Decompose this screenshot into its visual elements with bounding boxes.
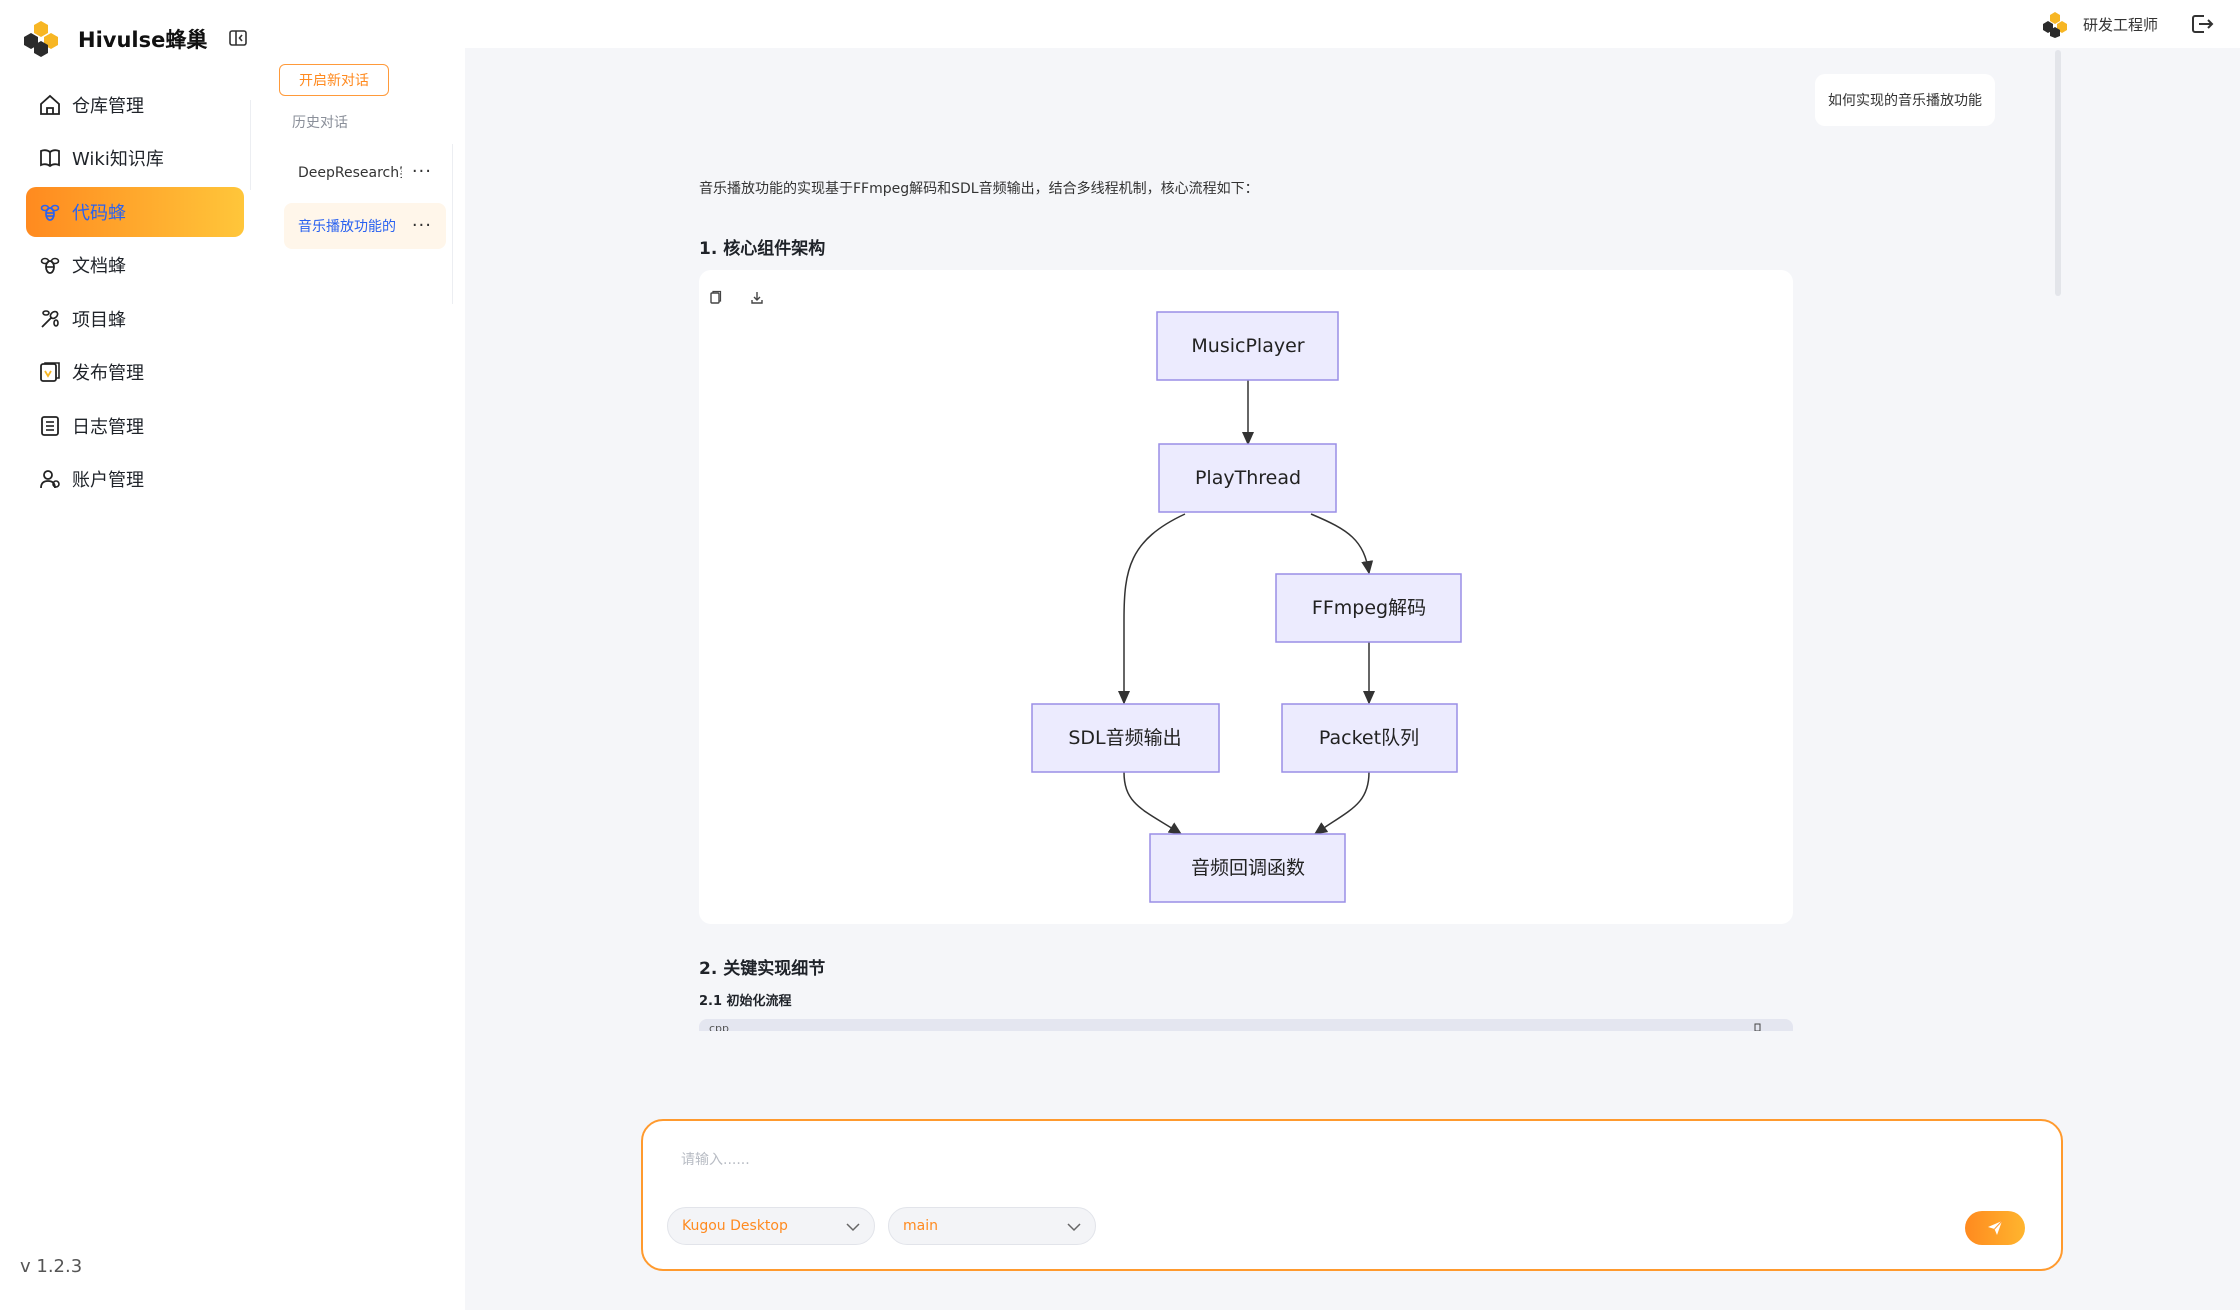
sidebar-item-label: Wiki知识库 bbox=[72, 149, 164, 170]
sidebar-item-label: 日志管理 bbox=[72, 417, 144, 438]
new-chat-button[interactable]: 开启新对话 bbox=[279, 64, 389, 96]
user-avatar-icon[interactable] bbox=[2041, 10, 2069, 38]
user-role: 研发工程师 bbox=[2082, 15, 2158, 34]
sidebar-item-wiki[interactable]: Wiki知识库 bbox=[26, 133, 244, 183]
user-message-bubble: 如何实现的音乐播放功能 bbox=[1815, 74, 1995, 126]
sidebar-item-label: 仓库管理 bbox=[72, 96, 144, 117]
more-options-icon[interactable]: ··· bbox=[411, 161, 432, 182]
chevron-down-icon bbox=[1067, 1223, 1081, 1232]
copy-icon[interactable] bbox=[705, 288, 725, 308]
chevron-down-icon bbox=[846, 1223, 860, 1232]
doc-bee-icon bbox=[40, 257, 60, 274]
node-callback: 音频回调函数 bbox=[1149, 833, 1346, 903]
chat-main: 如何实现的音乐播放功能 音乐播放功能的实现基于FFmpeg解码和SDL音频输出，… bbox=[465, 48, 2240, 1310]
node-label: PlayThread bbox=[1195, 467, 1301, 489]
edge-packet-callback bbox=[1313, 771, 1370, 835]
users-icon bbox=[40, 470, 60, 489]
node-label: SDL音频输出 bbox=[1068, 727, 1181, 749]
node-musicplayer: MusicPlayer bbox=[1156, 311, 1339, 381]
book-icon bbox=[40, 149, 60, 168]
sidebar-item-code-bee[interactable]: 代码蜂 bbox=[26, 187, 244, 237]
node-packet: Packet队列 bbox=[1281, 703, 1458, 773]
diagram-card: MusicPlayer PlayThread FFmpeg解码 SDL音频输出 … bbox=[699, 270, 1793, 924]
send-icon bbox=[1988, 1220, 2003, 1235]
sidebar-item-label: 项目蜂 bbox=[72, 310, 126, 331]
sidebar-item-doc-bee[interactable]: 文档蜂 bbox=[26, 240, 244, 290]
history-divider bbox=[250, 100, 251, 190]
architecture-flowchart: MusicPlayer PlayThread FFmpeg解码 SDL音频输出 … bbox=[1031, 311, 1462, 903]
node-label: MusicPlayer bbox=[1191, 335, 1304, 357]
subsection-heading: 2.1 初始化流程 bbox=[699, 994, 792, 1009]
download-icon[interactable] bbox=[747, 288, 767, 308]
history-item-title: 音乐播放功能的 bbox=[298, 219, 396, 235]
edge-playthread-ffmpeg bbox=[1310, 513, 1374, 575]
sidebar-item-label: 代码蜂 bbox=[72, 203, 126, 224]
history-panel: 开启新对话 历史对话 DeepResearch实 ··· 音乐播放功能的 ··· bbox=[250, 48, 465, 1310]
code-block-header: cpp bbox=[699, 1019, 1793, 1031]
branch-select-value: main bbox=[903, 1218, 938, 1234]
more-options-icon[interactable]: ··· bbox=[411, 215, 432, 236]
release-icon bbox=[40, 362, 60, 382]
app-version: v 1.2.3 bbox=[20, 1256, 83, 1277]
collapse-sidebar-icon[interactable] bbox=[228, 28, 248, 48]
branch-select[interactable]: main bbox=[888, 1207, 1096, 1245]
edge-sdl-callback bbox=[1123, 771, 1183, 835]
history-item[interactable]: DeepResearch实 ··· bbox=[284, 149, 446, 195]
sidebar-item-warehouse[interactable]: 仓库管理 bbox=[26, 80, 244, 130]
repo-select[interactable]: Kugou Desktop bbox=[667, 1207, 875, 1245]
node-label: FFmpeg解码 bbox=[1312, 597, 1426, 619]
sidebar-item-release[interactable]: 发布管理 bbox=[26, 347, 244, 397]
edge-playthread-sdl bbox=[1118, 513, 1186, 705]
history-scroll-track bbox=[452, 144, 453, 304]
sidebar-item-project-bee[interactable]: 项目蜂 bbox=[26, 294, 244, 344]
sidebar-item-accounts[interactable]: 账户管理 bbox=[26, 454, 244, 504]
history-label: 历史对话 bbox=[292, 115, 348, 131]
node-sdl: SDL音频输出 bbox=[1031, 703, 1220, 773]
node-label: Packet队列 bbox=[1319, 727, 1419, 749]
answer-intro: 音乐播放功能的实现基于FFmpeg解码和SDL音频输出，结合多线程机制，核心流程… bbox=[699, 181, 1259, 197]
sidebar-item-logs[interactable]: 日志管理 bbox=[26, 401, 244, 451]
chat-input-box: Kugou Desktop main bbox=[641, 1119, 2063, 1271]
send-button[interactable] bbox=[1965, 1211, 2025, 1245]
code-copy-icon[interactable] bbox=[1753, 1022, 1763, 1031]
section-heading: 1. 核心组件架构 bbox=[699, 239, 826, 259]
log-icon bbox=[41, 416, 59, 436]
hivulse-logo-icon bbox=[24, 21, 58, 57]
history-item-active[interactable]: 音乐播放功能的 ··· bbox=[284, 203, 446, 249]
brand-name: Hivulse蜂巢 bbox=[78, 28, 208, 52]
sidebar-item-label: 文档蜂 bbox=[72, 256, 126, 277]
history-item-title: DeepResearch实 bbox=[298, 165, 402, 181]
code-language: cpp bbox=[709, 1022, 730, 1032]
sidebar-item-label: 账户管理 bbox=[72, 470, 144, 491]
chat-scrollbar[interactable] bbox=[2055, 50, 2061, 296]
bee-icon bbox=[40, 204, 60, 221]
top-bar: Hivulse蜂巢 研发工程师 bbox=[0, 0, 2240, 57]
section-heading: 2. 关键实现细节 bbox=[699, 959, 826, 979]
repo-select-value: Kugou Desktop bbox=[682, 1218, 788, 1234]
chat-input[interactable] bbox=[681, 1147, 1981, 1173]
logout-icon[interactable] bbox=[2188, 10, 2216, 38]
home-icon bbox=[40, 94, 60, 115]
user-area: 研发工程师 bbox=[2041, 8, 2216, 40]
project-bee-icon bbox=[41, 310, 59, 328]
node-ffmpeg: FFmpeg解码 bbox=[1275, 573, 1462, 643]
sidebar-item-label: 发布管理 bbox=[72, 363, 144, 384]
node-playthread: PlayThread bbox=[1158, 443, 1337, 513]
node-label: 音频回调函数 bbox=[1191, 857, 1305, 879]
